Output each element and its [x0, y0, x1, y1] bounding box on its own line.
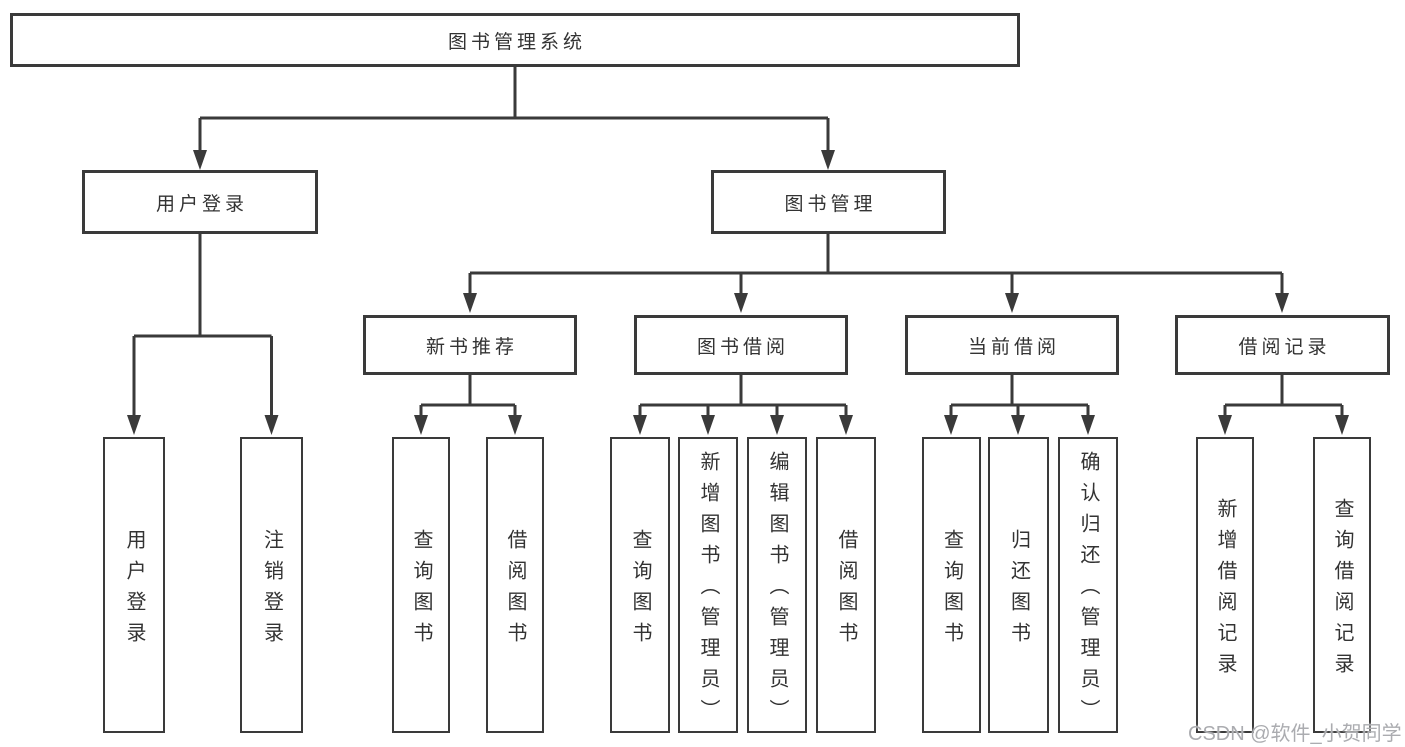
arrowhead [734, 293, 748, 313]
node-label: 借阅记录 [1238, 336, 1331, 358]
leaf-label: 新增图书（管理员） [697, 451, 719, 730]
leaf-label: 确认归还（管理员） [1077, 451, 1099, 730]
node-book-management: 图书管理 [711, 170, 946, 234]
arrowhead [821, 150, 835, 170]
arrowhead [770, 415, 784, 435]
arrowhead [127, 415, 141, 435]
arrowhead [1081, 415, 1095, 435]
connector-root-to-level2 [198, 67, 830, 160]
node-label: 新书推荐 [425, 336, 518, 358]
leaf-label: 注销登录 [260, 528, 283, 653]
arrowheads [127, 150, 1349, 435]
node-user-login: 用户登录 [82, 170, 318, 234]
leaf-query-books-newbook: 查询图书 [392, 437, 450, 733]
leaf-query-books-borrow: 查询图书 [610, 437, 670, 733]
leaf-borrow-books-newbook: 借阅图书 [486, 437, 544, 733]
arrowhead [944, 415, 958, 435]
node-label: 图书借阅 [696, 336, 789, 358]
arrowhead [1011, 415, 1025, 435]
leaf-label: 用户登录 [123, 528, 145, 653]
arrowhead [508, 415, 522, 435]
leaf-query-borrow-record: 查询借阅记录 [1313, 437, 1371, 733]
leaf-label: 归还图书 [1007, 528, 1030, 653]
node-library-management-system: 图书管理系统 [10, 13, 1020, 67]
leaf-logout: 注销登录 [240, 437, 303, 733]
leaf-query-books-current: 查询图书 [922, 437, 981, 733]
node-borrowing-records: 借阅记录 [1175, 315, 1390, 375]
arrowhead [264, 415, 279, 435]
arrowhead [193, 150, 207, 170]
node-label: 图书管理 [784, 193, 877, 215]
arrowhead [414, 415, 428, 435]
leaf-label: 查询图书 [940, 528, 963, 653]
leaf-label: 借阅图书 [835, 528, 857, 653]
arrowhead [839, 415, 853, 435]
leaf-edit-books-admin: 编辑图书（管理员） [747, 437, 807, 733]
arrowhead [1335, 415, 1349, 435]
arrowhead [1275, 293, 1289, 313]
leaf-add-books-admin: 新增图书（管理员） [678, 437, 738, 733]
arrowhead [701, 415, 715, 435]
node-label: 当前借阅 [967, 336, 1060, 358]
leaf-add-borrow-record: 新增借阅记录 [1196, 437, 1254, 733]
connector-newbook-to-leaves [419, 375, 517, 425]
leaf-label: 编辑图书（管理员） [766, 451, 788, 730]
arrowhead [1218, 415, 1232, 435]
connector-bookborrow-to-leaves [638, 375, 848, 425]
leaf-label: 借阅图书 [504, 528, 526, 653]
node-current-borrowing: 当前借阅 [905, 315, 1119, 375]
leaf-borrow-books: 借阅图书 [816, 437, 876, 733]
csdn-watermark: CSDN @软件_小贺同学 [1188, 723, 1402, 745]
node-label: 用户登录 [155, 193, 248, 215]
connector-login-to-leaves [132, 234, 273, 425]
leaf-label: 查询借阅记录 [1331, 497, 1353, 684]
arrowhead [633, 415, 647, 435]
arrowhead [463, 293, 477, 313]
leaf-confirm-return-admin: 确认归还（管理员） [1058, 437, 1118, 733]
node-new-book-recommend: 新书推荐 [363, 315, 577, 375]
leaf-label: 查询图书 [410, 528, 432, 653]
node-book-borrowing: 图书借阅 [634, 315, 848, 375]
node-label: 图书管理系统 [447, 31, 586, 53]
connector-records-to-leaves [1223, 375, 1344, 425]
arrowhead [1005, 293, 1019, 313]
leaf-return-books: 归还图书 [988, 437, 1049, 733]
leaf-user-login: 用户登录 [103, 437, 165, 733]
leaf-label: 新增借阅记录 [1214, 497, 1236, 684]
connector-bookmgmt-to-level3 [468, 234, 1284, 303]
leaf-label: 查询图书 [629, 528, 651, 653]
